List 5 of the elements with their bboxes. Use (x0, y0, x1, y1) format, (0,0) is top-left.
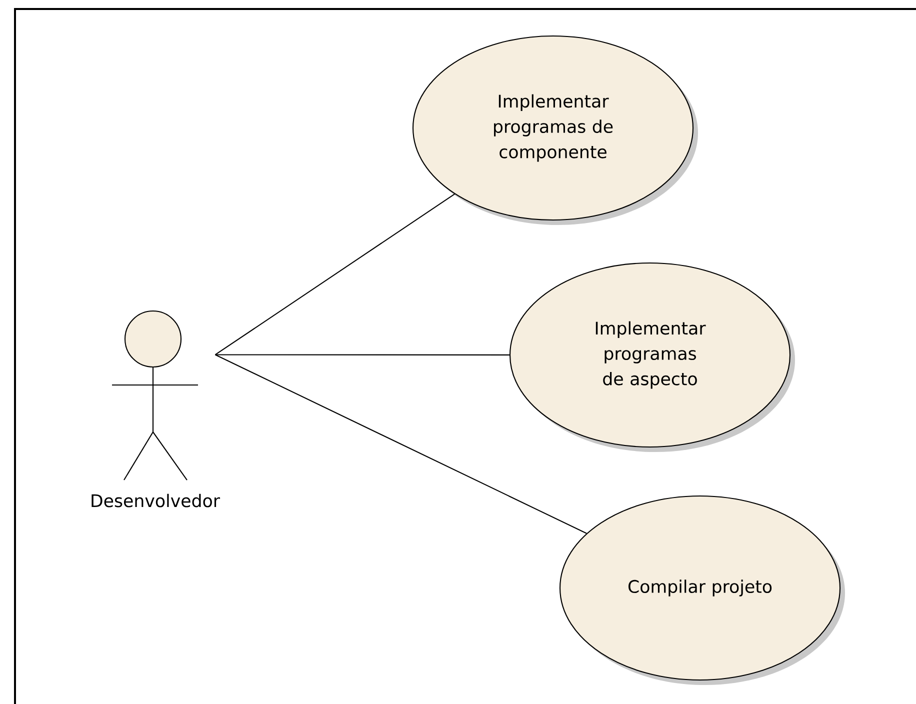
association-line (215, 354, 510, 356)
node-label: Desenvolvedor (92, 494, 220, 508)
actor-figure: Desenvolvedor (92, 310, 220, 508)
association-line (214, 194, 455, 356)
association-line (215, 354, 587, 534)
